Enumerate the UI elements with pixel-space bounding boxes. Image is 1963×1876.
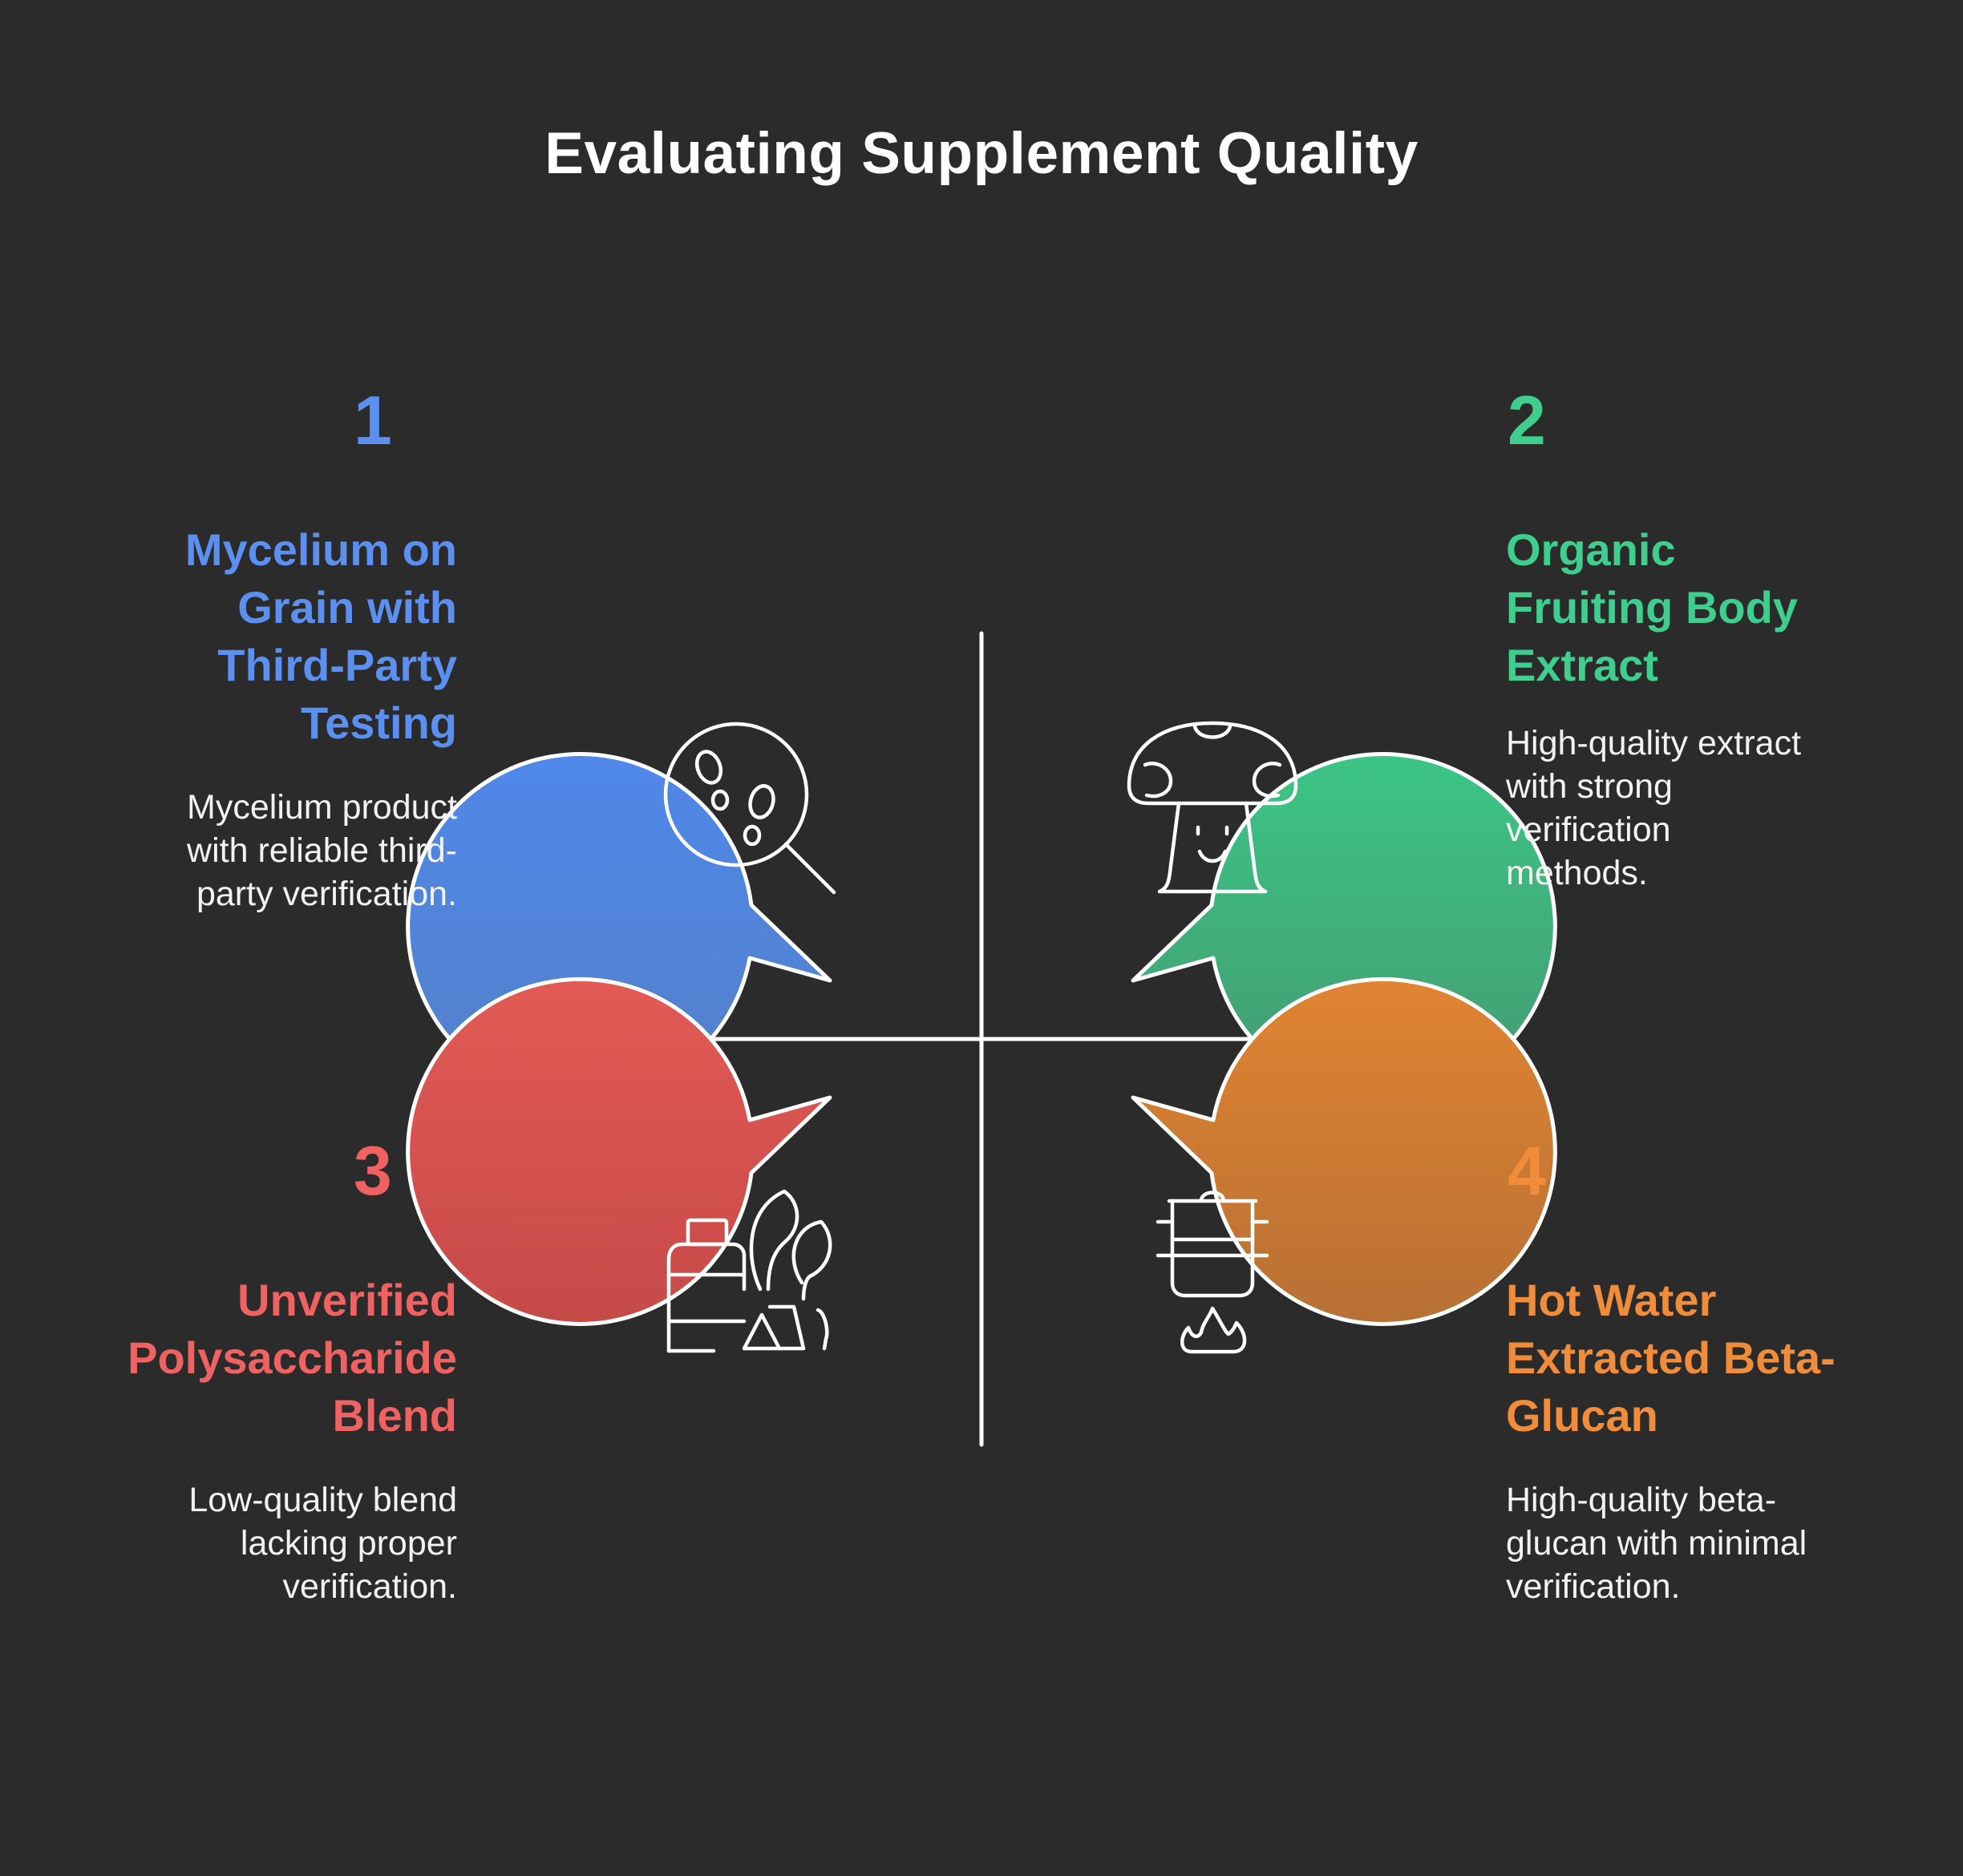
heading-line: Unverified [237,1275,457,1325]
description-line: glucan with minimal [1506,1524,1807,1563]
description-line: High-quality beta- [1506,1481,1777,1519]
page-title: Evaluating Supplement Quality [544,121,1419,186]
description-line: High-quality extract [1506,724,1802,762]
quadrant-4-heading: Hot Water Extracted Beta- Glucan [1506,1272,1843,1445]
quadrant-4-description: High-quality beta- glucan with minimal v… [1506,1478,1843,1608]
quadrant-2-heading: Organic Fruiting Body Extract [1506,521,1843,694]
heading-line: Grain with [237,582,457,633]
quadrant-2-description: High-quality extract with strong verific… [1506,722,1843,895]
heading-line: Polysaccharide [127,1332,457,1383]
heading-line: Mycelium on [184,524,457,575]
bubble-4 [1131,976,1557,1326]
heading-line: Extract [1506,640,1658,690]
heading-line: Glucan [1506,1390,1658,1441]
supplements-icon [666,1189,832,1353]
quadrant-1-heading: Mycelium on Grain with Third-Party Testi… [120,521,457,752]
heading-line: Fruiting Body [1506,582,1798,633]
heading-line: Testing [301,697,457,748]
quadrant-3-description: Low-quality blend lacking proper verific… [120,1478,457,1608]
quadrant-3-heading: Unverified Polysaccharide Blend [120,1272,457,1445]
quadrant-1-number: 1 [354,382,392,459]
quadrant-1-description: Mycelium product with reliable third- pa… [120,786,457,916]
description-line: Low-quality blend [188,1481,457,1519]
description-line: with strong [1506,767,1673,806]
heading-line: Third-Party [217,640,457,690]
heading-line: Extracted Beta- [1506,1332,1836,1383]
bubble-3 [406,976,832,1326]
description-line: verification [1506,811,1671,849]
quadrant-2-number: 2 [1508,382,1546,459]
heading-line: Hot Water [1506,1275,1717,1325]
heading-line: Organic [1506,524,1676,575]
description-line: verification. [282,1567,457,1606]
mushroom-icon [1127,721,1298,894]
description-line: lacking proper [240,1524,457,1563]
quadrant-3-number: 3 [354,1133,392,1210]
quadrant-4-number: 4 [1508,1133,1546,1210]
description-line: with reliable third- [187,831,457,870]
boiling-pot-icon [1156,1191,1269,1354]
heading-line: Blend [332,1390,457,1441]
magnifier-spores-icon [663,722,836,895]
description-line: party verification. [196,875,457,913]
description-line: Mycelium product [187,788,457,827]
description-line: methods. [1506,854,1648,892]
description-line: verification. [1506,1567,1681,1606]
